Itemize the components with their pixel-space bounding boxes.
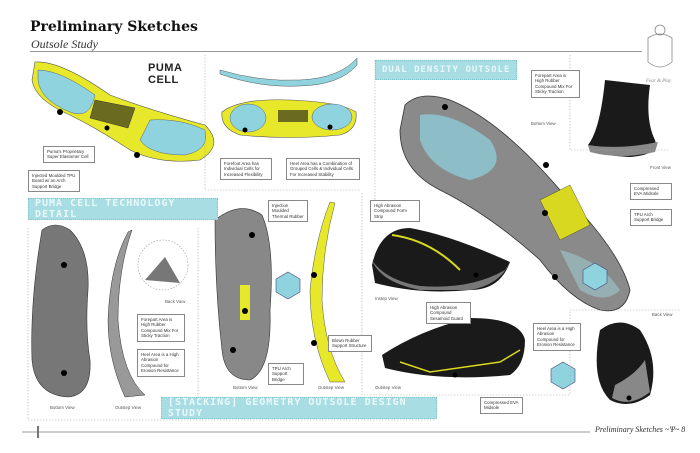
callout-tpu-stack: TPU Arch Support Bridge (268, 363, 304, 386)
callout-forepart-tech: Forepart Area is High Rubber Compound Mi… (137, 314, 185, 342)
callout-heel-tech: Heel Area is a High Abrasion Compound fo… (137, 349, 185, 377)
callout-heel-dual: Heel Area is a High Abrasion Compound fo… (533, 323, 581, 351)
caption-bottom-view: Bottom View (531, 121, 556, 126)
crest-logo (647, 24, 673, 68)
cell-topview-sketch (221, 99, 357, 138)
page-subtitle: Outsole Study (31, 37, 98, 51)
cell-outsole-sketch (31, 61, 215, 162)
caption-bottom-view: Bottom View (233, 385, 258, 390)
callout-blown-rubber: Blown Rubber Support Structure (328, 335, 372, 352)
tech-outstep-sketch (107, 229, 146, 398)
page-number: 8 (681, 425, 686, 434)
callout-thermal-rubber: Injection Moulded Thermal Rubber (268, 200, 308, 223)
cell-hex-badge (275, 262, 608, 390)
caption-bottom-view: Bottom View (50, 405, 75, 410)
caption-outstep-view: Outstep View (115, 405, 142, 410)
svg-text:Fear & Play: Fear & Play (645, 79, 672, 84)
front-view-shoe-sketch (588, 80, 656, 157)
banner-cell-technology: PUMA CELL TECHNOLOGY DETAIL (28, 198, 218, 220)
caption-outstep-view: Outstep View (375, 385, 402, 390)
caption-back-view: Back View (652, 312, 673, 317)
banner-stacking-geometry: [STACKING] GEOMETRY OUTSOLE DESIGN STUDY (161, 397, 437, 419)
outstep-shoe-sketch (382, 318, 525, 378)
header-divider (30, 51, 642, 52)
callout-form-strip: High Abrasion Compound Form Strip (370, 200, 420, 223)
tech-bottom-sole-sketch (31, 224, 91, 398)
page-title: Preliminary Sketches (30, 19, 198, 35)
footer-title: Preliminary Sketches (595, 425, 663, 434)
callout-heel-cells: Heel Area has a Combination of Grouped C… (286, 158, 360, 181)
caption-instep-view: Instep View (375, 296, 398, 301)
callout-tpu-board: Injected Moulded TPU Board w/ an Arch Su… (28, 170, 80, 193)
callout-tpu-dual: TPU Arch Support Bridge (630, 209, 672, 226)
callout-eva-stack: Compressed EVA Midsole (480, 397, 523, 414)
caption-outstep-view: Outstep View (318, 385, 345, 390)
callout-forefoot-cells: Forefoot Area has Individual Cells for I… (220, 158, 272, 181)
puma-cell-logo: PUMA CELL (148, 62, 182, 86)
stack-outstep-sketch (309, 201, 346, 383)
callout-forepart-dual: Forepart Area is High Rubber Compound Mi… (531, 70, 580, 98)
footer: Preliminary Sketches ~Ѱ~ 8 (595, 425, 685, 434)
banner-dual-density: DUAL DENSITY OUTSOLE (375, 60, 517, 80)
callout-sesamoid: High Abrasion Compound Sesamoid Guard (426, 302, 471, 325)
footer-ornament-icon: ~Ѱ~ (664, 425, 682, 434)
caption-back-view: Back View (165, 299, 186, 304)
callout-elastomer: Puma's Proprietary Super Elastomer Cell (43, 146, 95, 163)
callout-eva-dual: Compressed EVA Midsole (630, 183, 672, 200)
cell-profile-sketch (219, 57, 358, 87)
caption-front-view: Front View (650, 165, 671, 170)
